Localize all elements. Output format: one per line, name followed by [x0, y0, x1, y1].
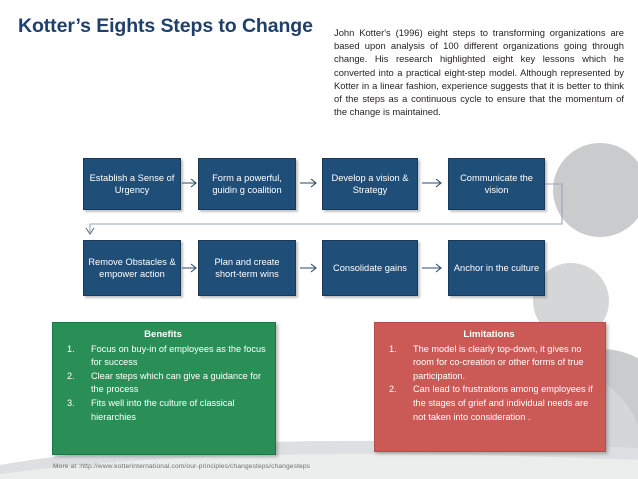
step-box-plan-create-short-term-wins[interactable]: Plan and create short-term wins — [198, 240, 296, 296]
benefits-panel: Benefits Focus on buy-in of employees as… — [52, 322, 276, 455]
step-box-communicate-the-vision[interactable]: Communicate the vision — [448, 158, 545, 210]
list-item: Fits well into the culture of classical … — [67, 397, 235, 422]
arrow-right-icon — [420, 261, 446, 275]
list-item: Clear steps which can give a guidance fo… — [67, 370, 262, 395]
arrow-right-icon — [298, 176, 320, 190]
footer-band — [0, 453, 638, 479]
step-label: Form a powerful, guidin g coalition — [212, 172, 282, 195]
arrow-right-icon — [298, 261, 320, 275]
arrow-right-icon — [181, 176, 199, 190]
step-label: Communicate the vision — [460, 172, 533, 195]
arrow-right-icon — [420, 176, 446, 190]
benefits-heading: Benefits — [144, 329, 182, 340]
intro-paragraph: John Kotter's (1996) eight steps to tran… — [334, 27, 624, 118]
step-label: Consolidate gains — [333, 262, 407, 273]
step-box-remove-obstacles-empower-action[interactable]: Remove Obstacles & empower action — [83, 240, 181, 296]
person-head-icon — [553, 143, 638, 237]
step-label: Remove Obstacles & empower action — [88, 256, 176, 279]
step-box-consolidate-gains[interactable]: Consolidate gains — [322, 240, 418, 296]
list-item: Can lead to frustrations among employees… — [389, 383, 593, 422]
benefits-list: Focus on buy-in of employees as the focu… — [59, 343, 267, 425]
list-item: Focus on buy-in of employees as the focu… — [67, 343, 266, 368]
page-title: Kotter’s Eights Steps to Change — [18, 15, 313, 37]
step-box-anchor-in-the-culture[interactable]: Anchor in the culture — [448, 240, 545, 296]
step-label: Develop a vision & Strategy — [331, 172, 409, 195]
step-box-form-guiding-coalition[interactable]: Form a powerful, guidin g coalition — [198, 158, 296, 210]
person-head-icon — [533, 263, 609, 339]
step-label: Establish a Sense of Urgency — [89, 172, 175, 195]
arrow-right-icon — [181, 261, 199, 275]
list-item: The model is clearly top-down, it gives … — [389, 343, 584, 381]
source-link[interactable]: More at :http://www.kotterinternational.… — [53, 463, 311, 470]
limitations-panel: Limitations The model is clearly top-dow… — [374, 322, 606, 452]
step-label: Anchor in the culture — [453, 262, 540, 273]
step-box-develop-vision-strategy[interactable]: Develop a vision & Strategy — [322, 158, 418, 210]
limitations-heading: Limitations — [463, 329, 515, 340]
step-box-establish-sense-of-urgency[interactable]: Establish a Sense of Urgency — [83, 158, 181, 210]
limitations-list: The model is clearly top-down, it gives … — [381, 343, 597, 425]
step-label: Plan and create short-term wins — [214, 256, 280, 279]
